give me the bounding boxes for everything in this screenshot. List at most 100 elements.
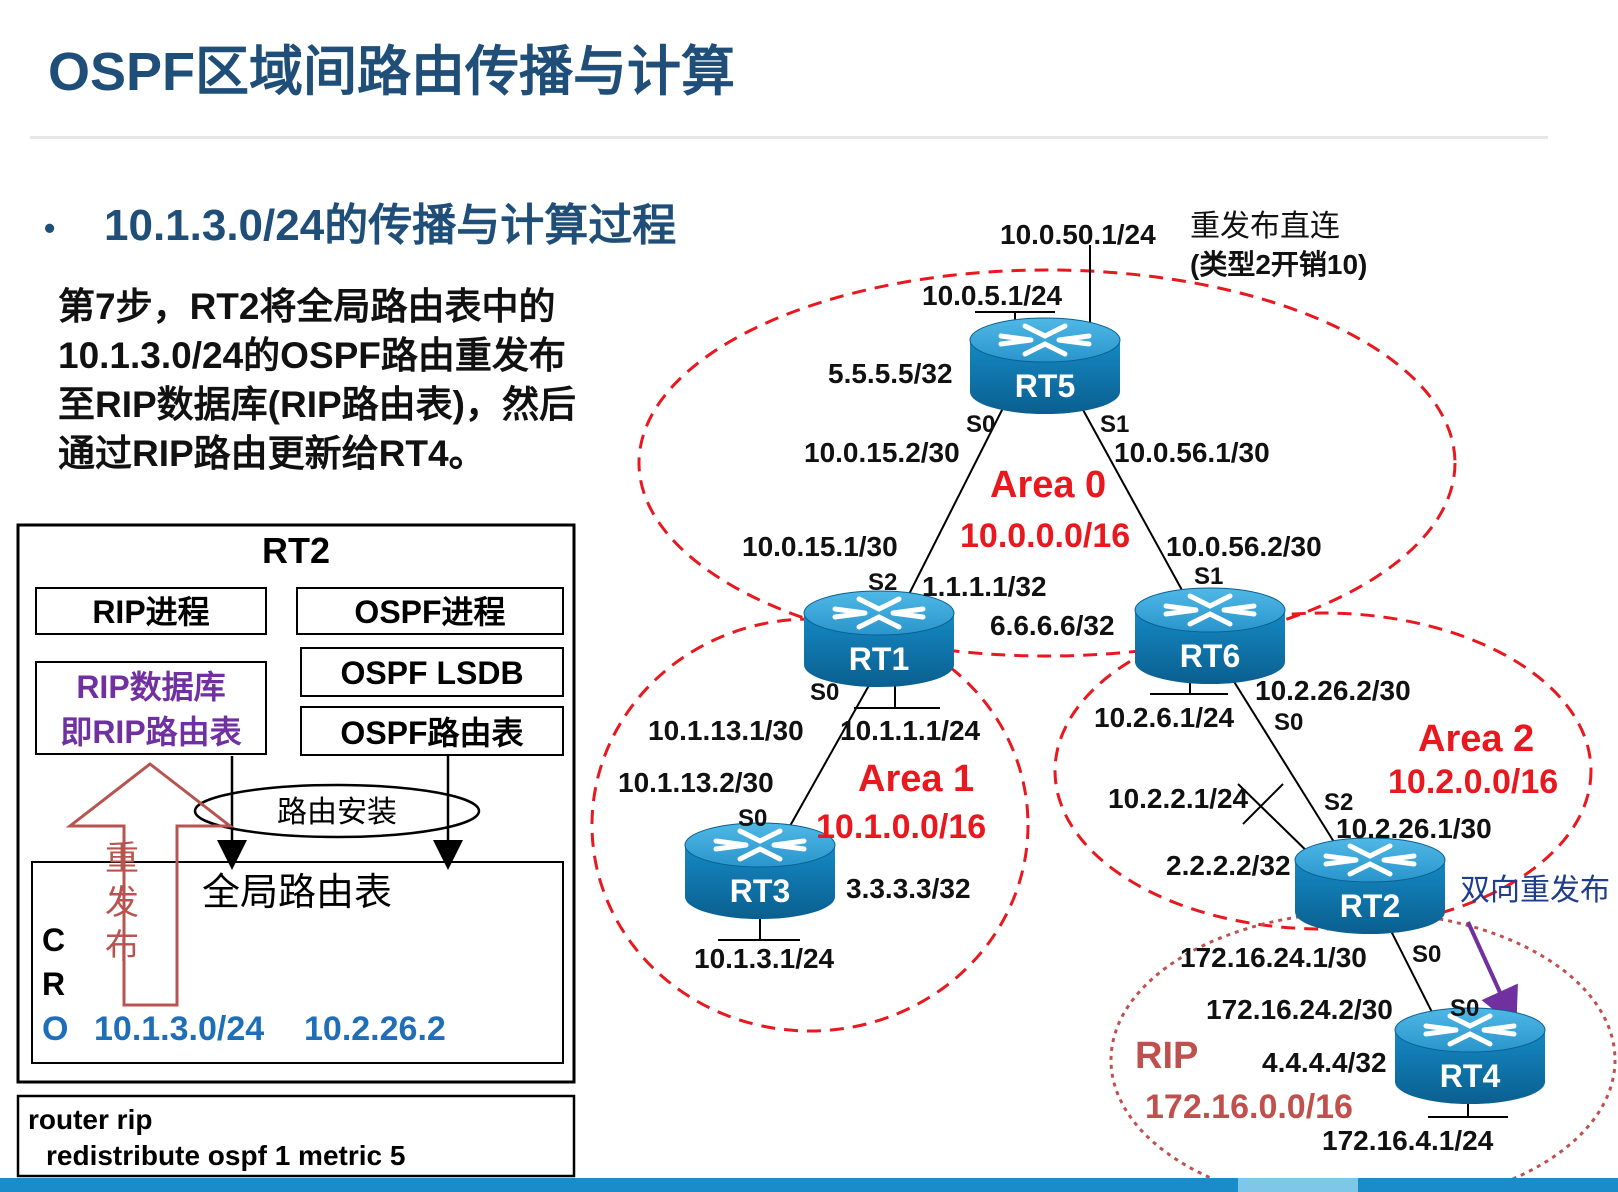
rt1-s0: S0 bbox=[810, 679, 839, 706]
ospf-process-box bbox=[296, 587, 564, 635]
bullet-text: 10.1.3.0/24的传播与计算过程 bbox=[104, 201, 677, 250]
rt3-loopback: 3.3.3.3/32 bbox=[846, 873, 971, 904]
addr-172-16-24-1: 172.16.24.1/30 bbox=[1180, 942, 1367, 973]
page-title: OSPF区域间路由传播与计算 bbox=[48, 42, 736, 102]
area0-boundary bbox=[637, 268, 1457, 658]
rip-process-box bbox=[35, 587, 267, 635]
rt5-s1: S1 bbox=[1100, 411, 1129, 438]
route-install-ellipse bbox=[193, 783, 481, 839]
bidirectional-redistribution: 双向重发布 bbox=[1460, 874, 1610, 907]
addr-10-1-13-2: 10.1.13.2/30 bbox=[618, 767, 774, 798]
route-code-c: C bbox=[42, 922, 65, 958]
addr-10-0-15-2: 10.0.15.2/30 bbox=[804, 437, 960, 468]
rt2-s2: S2 bbox=[1324, 789, 1353, 816]
addr-10-0-56-2: 10.0.56.2/30 bbox=[1166, 531, 1322, 562]
ospf-lsdb-label: OSPF LSDB bbox=[340, 655, 523, 691]
rt6-s0: S0 bbox=[1274, 709, 1303, 736]
rt6-loopback: 6.6.6.6/32 bbox=[990, 610, 1115, 641]
rt3-label: RT3 bbox=[730, 873, 790, 909]
router-rt1[interactable]: RT1 bbox=[803, 590, 955, 687]
router-arrows-icon bbox=[832, 596, 926, 630]
addr-10-1-1-1: 10.1.1.1/24 bbox=[840, 715, 981, 746]
footer-accent bbox=[1238, 1178, 1358, 1192]
area0-name: Area 0 bbox=[990, 464, 1106, 506]
rt2-box bbox=[16, 523, 576, 1084]
addr-10-2-26-1: 10.2.26.1/30 bbox=[1336, 813, 1492, 844]
rip-process-label: RIP进程 bbox=[92, 594, 209, 630]
redistribute-char-3: 布 bbox=[105, 928, 139, 966]
area2-name: Area 2 bbox=[1418, 718, 1534, 760]
rt5-external-addr: 10.0.50.1/24 bbox=[1000, 219, 1156, 250]
rt4-loopback: 4.4.4.4/32 bbox=[1262, 1047, 1387, 1078]
router-rt5[interactable]: RT5 bbox=[969, 317, 1121, 414]
ospf-route-table-box bbox=[300, 706, 564, 756]
router-arrows-icon bbox=[1423, 1013, 1517, 1047]
rt2-box-title: RT2 bbox=[262, 530, 330, 571]
desc-line-4: 通过RIP路由更新给RT4。 bbox=[58, 433, 486, 474]
rt5-loopback: 5.5.5.5/32 bbox=[828, 358, 953, 389]
area1-name: Area 1 bbox=[858, 758, 974, 800]
rt4-s0: S0 bbox=[1450, 995, 1479, 1022]
addr-10-2-26-2: 10.2.26.2/30 bbox=[1255, 675, 1411, 706]
rip-name: RIP bbox=[1135, 1035, 1198, 1077]
rt3-s0: S0 bbox=[738, 805, 767, 832]
router-arrows-icon bbox=[713, 828, 807, 862]
route-nexthop: 10.2.26.2 bbox=[304, 1010, 446, 1048]
desc-line-2: 10.1.3.0/24的OSPF路由重发布 bbox=[58, 335, 566, 376]
router-arrows-icon bbox=[1323, 843, 1417, 877]
external-note-1: 重发布直连 bbox=[1190, 210, 1340, 243]
addr-10-1-3-1: 10.1.3.1/24 bbox=[694, 943, 835, 974]
title-divider bbox=[30, 136, 1548, 139]
addr-10-0-15-1: 10.0.15.1/30 bbox=[742, 531, 898, 562]
rt4-label: RT4 bbox=[1440, 1058, 1501, 1094]
global-route-table-label: 全局路由表 bbox=[202, 872, 392, 914]
addr-172-16-4-1: 172.16.4.1/24 bbox=[1322, 1125, 1494, 1156]
area0-network: 10.0.0.0/16 bbox=[960, 517, 1130, 555]
rt5-s0: S0 bbox=[966, 411, 995, 438]
addr-10-2-6-1: 10.2.6.1/24 bbox=[1094, 702, 1235, 733]
router-rt4[interactable]: RT4 bbox=[1394, 1007, 1546, 1104]
router-arrows-icon bbox=[1163, 593, 1257, 627]
rip-database-line2: 即RIP路由表 bbox=[60, 714, 241, 750]
ospf-route-table-label: OSPF路由表 bbox=[340, 715, 523, 751]
router-rt3[interactable]: RT3 bbox=[684, 822, 836, 919]
bullet-dot-icon: • bbox=[44, 210, 56, 247]
rt2-label: RT2 bbox=[1340, 888, 1400, 924]
config-line-2: redistribute ospf 1 metric 5 bbox=[46, 1140, 405, 1171]
desc-line-1: 第7步，RT2将全局路由表中的 bbox=[58, 286, 556, 327]
ospf-process-label: OSPF进程 bbox=[354, 594, 505, 630]
rt1-loopback: 1.1.1.1/32 bbox=[922, 571, 1047, 602]
link-rt5-rt1 bbox=[896, 407, 1004, 619]
rt2-lan-tick bbox=[1242, 783, 1284, 825]
router-arrows-icon bbox=[998, 323, 1092, 357]
router-rt2[interactable]: RT2 bbox=[1294, 837, 1446, 934]
route-install-label: 路由安装 bbox=[277, 796, 397, 829]
router-rt6[interactable]: RT6 bbox=[1134, 587, 1286, 684]
link-rt5-rt6 bbox=[1081, 407, 1195, 613]
desc-line-3: 至RIP数据库(RIP路由表)，然后 bbox=[58, 384, 576, 425]
route-code-o: O bbox=[42, 1010, 68, 1048]
footer-bar bbox=[0, 1178, 1618, 1192]
bullet-heading: • 10.1.3.0/24的传播与计算过程 bbox=[44, 200, 676, 253]
area1-network: 10.1.0.0/16 bbox=[816, 808, 986, 846]
redistribute-char-1: 重 bbox=[105, 840, 139, 878]
rt6-s1: S1 bbox=[1194, 563, 1223, 590]
area2-network: 10.2.0.0/16 bbox=[1388, 763, 1558, 801]
rt2-s0: S0 bbox=[1412, 941, 1441, 968]
rip-boundary bbox=[1109, 910, 1617, 1192]
config-box bbox=[16, 1094, 576, 1178]
rt6-label: RT6 bbox=[1180, 638, 1240, 674]
addr-10-1-13-1: 10.1.13.1/30 bbox=[648, 715, 804, 746]
rip-network: 172.16.0.0/16 bbox=[1145, 1088, 1353, 1126]
ospf-lsdb-box bbox=[300, 647, 564, 697]
rip-database-box bbox=[35, 661, 267, 755]
route-prefix: 10.1.3.0/24 bbox=[94, 1010, 264, 1048]
redistribute-arrow-icon bbox=[65, 762, 235, 1007]
step-description: 第7步，RT2将全局路由表中的 10.1.3.0/24的OSPF路由重发布 至R… bbox=[58, 282, 658, 478]
config-line-1: router rip bbox=[28, 1104, 152, 1135]
addr-172-16-24-2: 172.16.24.2/30 bbox=[1206, 994, 1393, 1025]
external-note-2: (类型2开销10) bbox=[1190, 249, 1367, 280]
rip-database-line1: RIP数据库 bbox=[76, 669, 225, 705]
redistribute-char-2: 发 bbox=[105, 884, 139, 922]
